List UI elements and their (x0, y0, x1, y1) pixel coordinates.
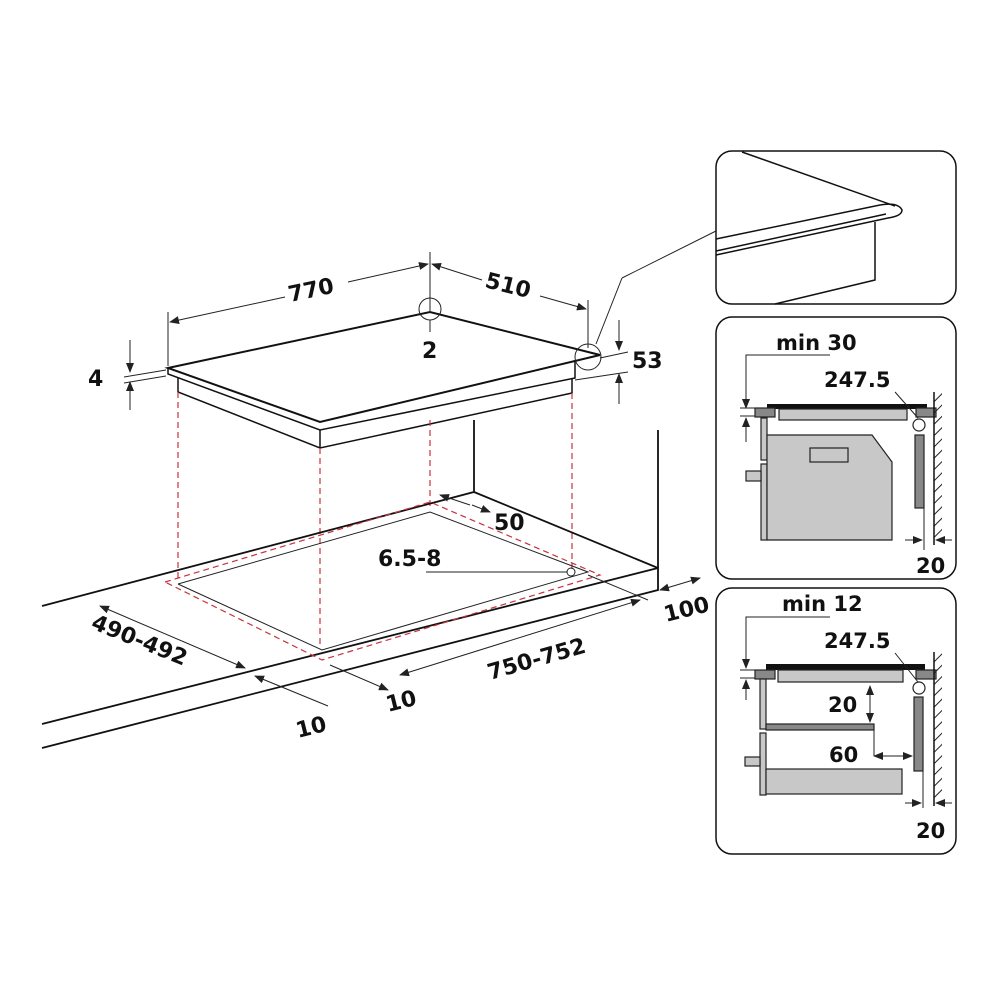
hole-marker (566, 567, 576, 577)
dim-height: 53 (632, 349, 663, 374)
dim-depth: 510 (483, 269, 534, 304)
dim-cutout-width: 750-752 (485, 634, 589, 686)
drawer-horizontal-label: 60 (829, 743, 858, 767)
countertop-drawing (41, 420, 659, 749)
dim-hole: 6.5-8 (378, 547, 441, 572)
dim-offset-front: 10 (293, 712, 329, 744)
dim-width: 770 (286, 274, 336, 308)
drawer-min-label: min 12 (782, 592, 863, 616)
drawer-gap-label: 20 (916, 819, 945, 843)
hob-drawing (164, 310, 601, 449)
dim-corner: 2 (422, 339, 437, 364)
oven-gap-label: 20 (916, 554, 945, 578)
oven-min-label: min 30 (776, 331, 857, 355)
dim-offset-side: 10 (383, 686, 419, 718)
edge-detail-marker (574, 343, 602, 371)
drawer-vertical-label: 20 (828, 693, 857, 717)
drawer-ref-label: 247.5 (824, 629, 890, 653)
drawer-section-panel (715, 587, 957, 855)
dim-cutout-depth: 490-492 (88, 610, 191, 671)
dim-edge: 4 (88, 367, 103, 392)
dim-back: 50 (494, 511, 525, 536)
dim-side: 100 (661, 592, 712, 627)
oven-section-panel (715, 316, 957, 580)
oven-ref-label: 247.5 (824, 368, 890, 392)
edge-detail-panel (715, 150, 957, 305)
